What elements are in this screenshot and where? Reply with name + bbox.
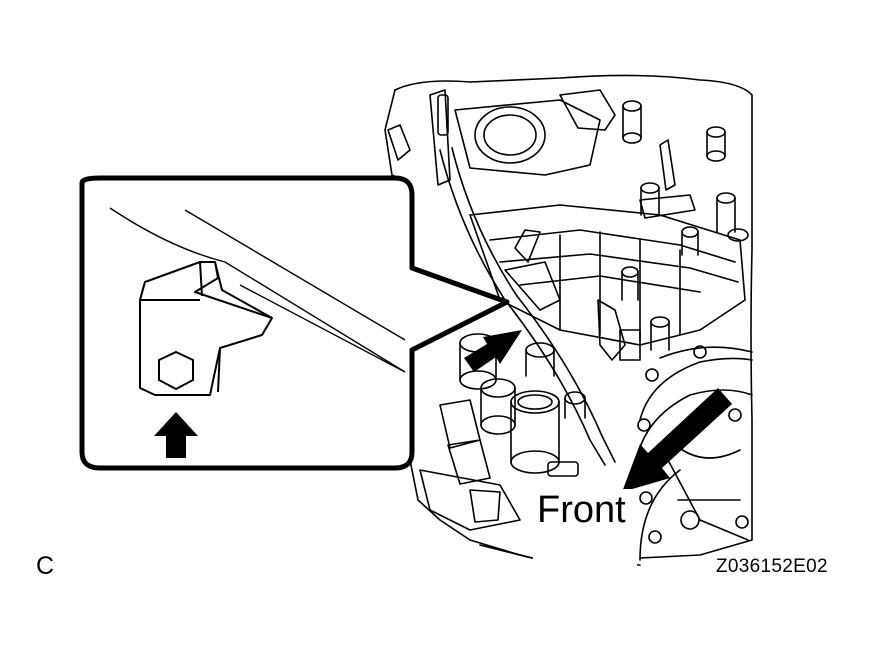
bolt-head (158, 350, 194, 391)
detail-callout (79, 175, 510, 471)
inset-up-arrow (154, 412, 198, 458)
front-direction-arrow (622, 388, 732, 492)
front-label: Front (537, 489, 626, 531)
corner-letter: C (36, 552, 55, 580)
figure-code: Z036152E02 (716, 556, 828, 577)
front-label-background (533, 489, 637, 569)
cylinder-group-top (621, 100, 749, 351)
solenoid-group (439, 333, 586, 485)
engine-assembly (384, 74, 753, 566)
pointer-arrow (464, 330, 522, 372)
